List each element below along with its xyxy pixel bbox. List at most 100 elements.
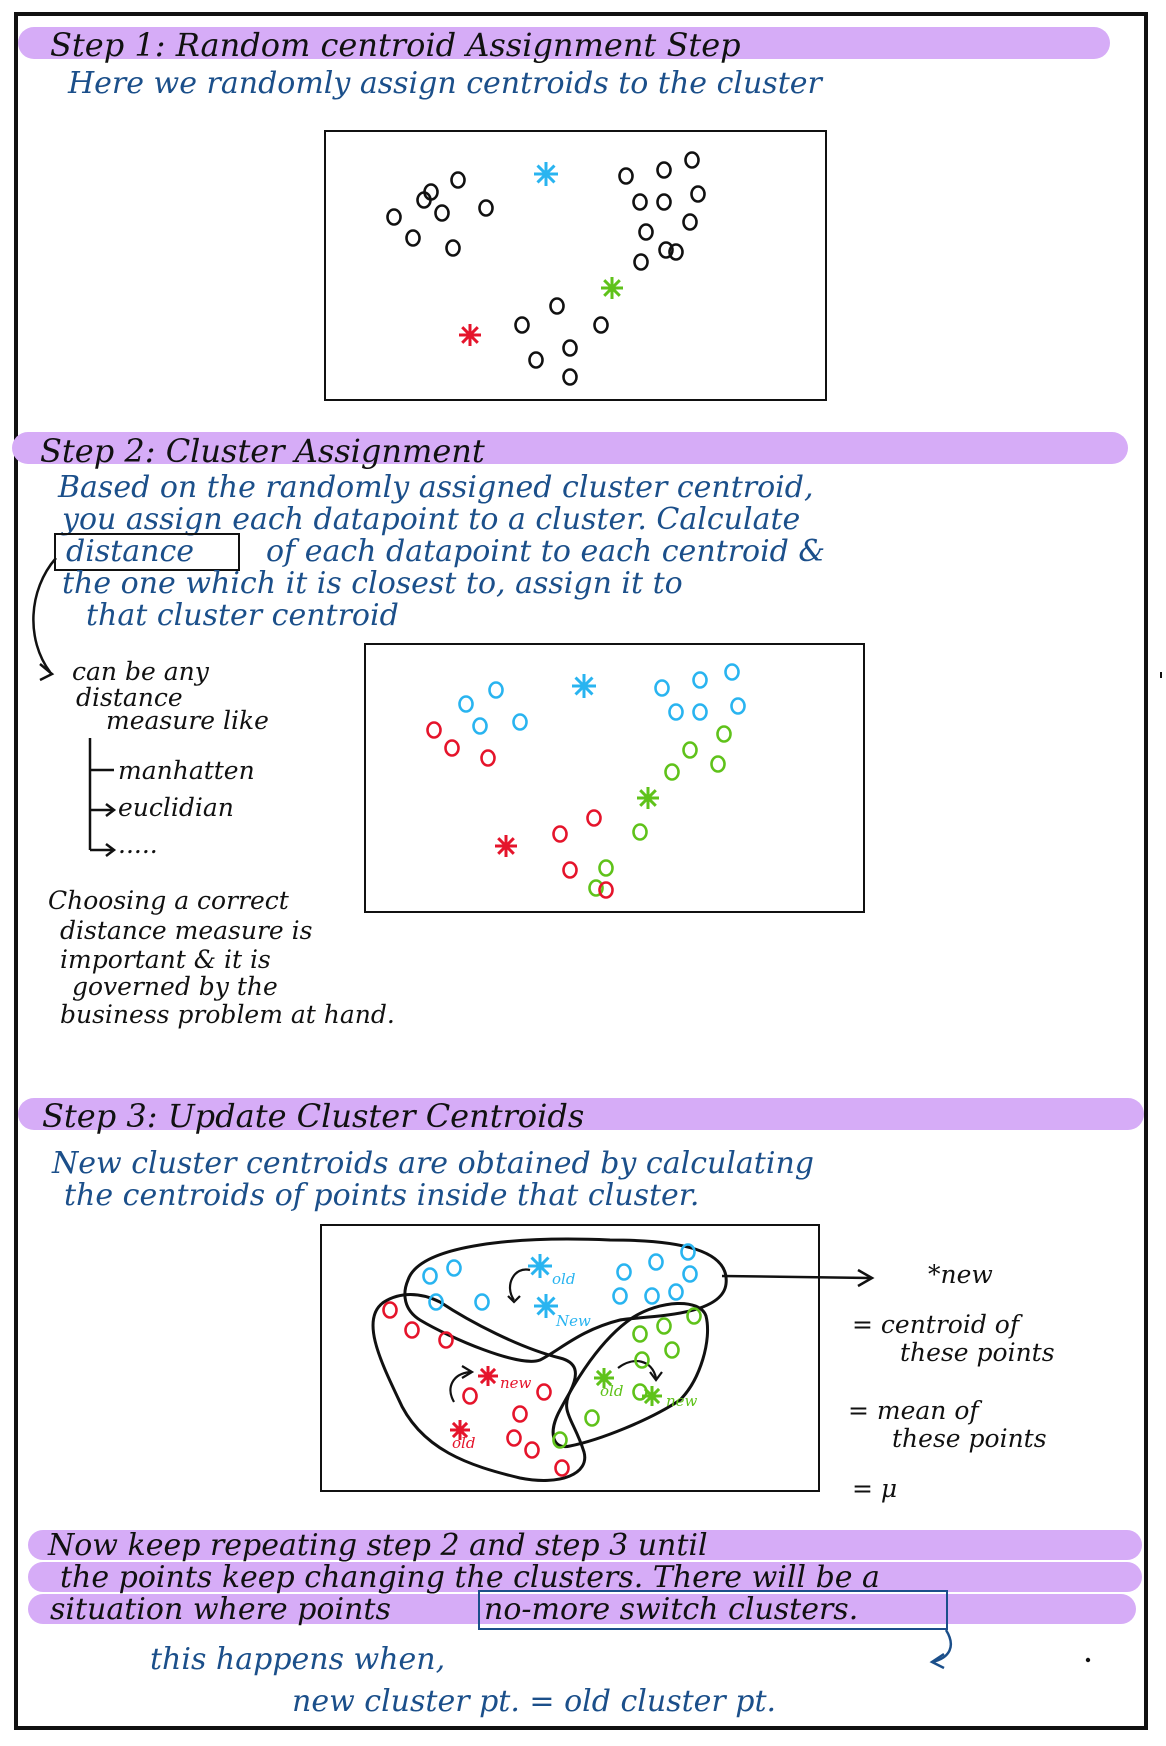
step2-green-point	[716, 725, 732, 743]
new-arrow	[721, 1274, 871, 1280]
step2-plot	[364, 643, 865, 913]
step1-point	[656, 193, 672, 211]
step3-green-centroid-new	[642, 1386, 662, 1406]
step1-point	[593, 316, 609, 334]
step3-red-point	[506, 1429, 522, 1447]
step3-blue-point	[682, 1265, 698, 1283]
step3-green-point	[664, 1341, 680, 1359]
right-note-line-4: these points	[892, 1424, 1047, 1453]
step1-point	[656, 161, 672, 179]
step1-point	[682, 213, 698, 231]
label-blue-new: New	[555, 1312, 591, 1330]
step3-blue-point	[680, 1243, 696, 1261]
step1-point	[562, 339, 578, 357]
step2-green-point	[682, 741, 698, 759]
step2-line-1: Based on the randomly assigned cluster c…	[58, 470, 814, 505]
step2-blue-point	[472, 717, 488, 735]
measure-manhatten: manhatten	[118, 756, 255, 785]
label-green-old: old	[600, 1382, 623, 1400]
step2-green-centroid	[637, 787, 659, 809]
step2-line-4: the one which it is closest to, assign i…	[62, 566, 683, 601]
step3-blue-point	[648, 1253, 664, 1271]
side-note-line-1: can be any	[72, 657, 209, 686]
right-note-line-3: = mean of	[848, 1396, 979, 1425]
step2-line-3: of each datapoint to each centroid &	[266, 534, 826, 569]
step3-red-point	[554, 1459, 570, 1477]
repeat-boxed-text: no-more switch clusters.	[484, 1592, 859, 1627]
step1-point	[690, 185, 706, 203]
step3-green-point	[632, 1325, 648, 1343]
step1-point	[386, 208, 402, 226]
green-move-arrow	[617, 1360, 658, 1379]
step1-point	[549, 297, 565, 315]
stray-dot	[1085, 1657, 1091, 1663]
measure-tree	[88, 738, 114, 852]
step3-blue-point	[668, 1283, 684, 1301]
step3-blue-centroid-old	[528, 1254, 552, 1278]
step3-red-point	[438, 1331, 454, 1349]
step2-red-point	[552, 825, 568, 843]
step2-blue-point	[692, 671, 708, 689]
step2-red-point	[562, 861, 578, 879]
step2-blue-point	[730, 697, 746, 715]
step2-blue-centroid	[572, 674, 596, 698]
step2-red-point	[598, 881, 614, 899]
step2-blue-point	[724, 663, 740, 681]
bottom-note-line-1: Choosing a correct	[48, 886, 289, 915]
step3-red-point	[462, 1387, 478, 1405]
step2-blue-point	[488, 681, 504, 699]
step2-red-centroid	[495, 835, 517, 857]
step3-blue-point	[644, 1287, 660, 1305]
side-note-line-3: measure like	[106, 706, 269, 735]
repeat-line-2: the points keep changing the clusters. T…	[60, 1560, 880, 1595]
step3-red-point	[524, 1441, 540, 1459]
label-red-new: new	[500, 1374, 532, 1392]
step3-title: Step 3: Update Cluster Centroids	[42, 1097, 585, 1135]
step3-desc-line-2: the centroids of points inside that clus…	[64, 1178, 700, 1213]
step3-red-point	[382, 1301, 398, 1319]
step3-red-point	[404, 1321, 420, 1339]
step2-title: Step 2: Cluster Assignment	[40, 432, 485, 470]
step3-green-point	[552, 1431, 568, 1449]
bottom-note-line-4: governed by the	[72, 972, 278, 1001]
step1-point	[434, 204, 450, 222]
step3-blue-point	[422, 1267, 438, 1285]
step3-blue-point	[428, 1293, 444, 1311]
step1-title: Step 1: Random centroid Assignment Step	[50, 26, 741, 64]
repeat-line-1: Now keep repeating step 2 and step 3 unt…	[48, 1528, 708, 1563]
right-note-line-2: these points	[900, 1338, 1055, 1367]
step1-point	[528, 351, 544, 369]
step1-red-centroid	[459, 324, 481, 346]
blue-move-arrow	[508, 1268, 531, 1301]
step2-green-point	[588, 879, 604, 897]
distance-arrow	[32, 557, 57, 673]
step3-red-centroid-old	[450, 1420, 470, 1440]
step1-point	[562, 368, 578, 386]
edge-tick	[1160, 672, 1162, 678]
step3-blue-point	[474, 1293, 490, 1311]
label-red-old: old	[452, 1434, 475, 1452]
step1-point	[632, 193, 648, 211]
step3-red-point	[536, 1383, 552, 1401]
step1-point	[478, 199, 494, 217]
step2-red-point	[480, 749, 496, 767]
step3-green-point	[584, 1409, 600, 1427]
step3-green-point	[686, 1307, 702, 1325]
repeat-when: this happens when,	[150, 1642, 446, 1677]
distance-highlight-box	[54, 533, 240, 571]
step2-distance-word: distance	[66, 534, 195, 569]
step2-red-point	[586, 809, 602, 827]
repeat-highlight-1	[28, 1530, 1142, 1560]
red-cluster-outline	[371, 1293, 587, 1482]
step3-red-centroid-new	[478, 1366, 498, 1386]
step3-green-point	[634, 1351, 650, 1369]
repeat-line-3: situation where points	[50, 1592, 391, 1627]
step2-blue-point	[668, 703, 684, 721]
bottom-note-line-5: business problem at hand.	[60, 1000, 395, 1029]
step1-highlight	[18, 27, 1110, 59]
label-blue-old: old	[552, 1270, 575, 1288]
step3-green-point	[656, 1317, 672, 1335]
step1-point	[514, 316, 530, 334]
measure-euclidian: euclidian	[118, 793, 234, 822]
step3-highlight	[18, 1098, 1144, 1130]
